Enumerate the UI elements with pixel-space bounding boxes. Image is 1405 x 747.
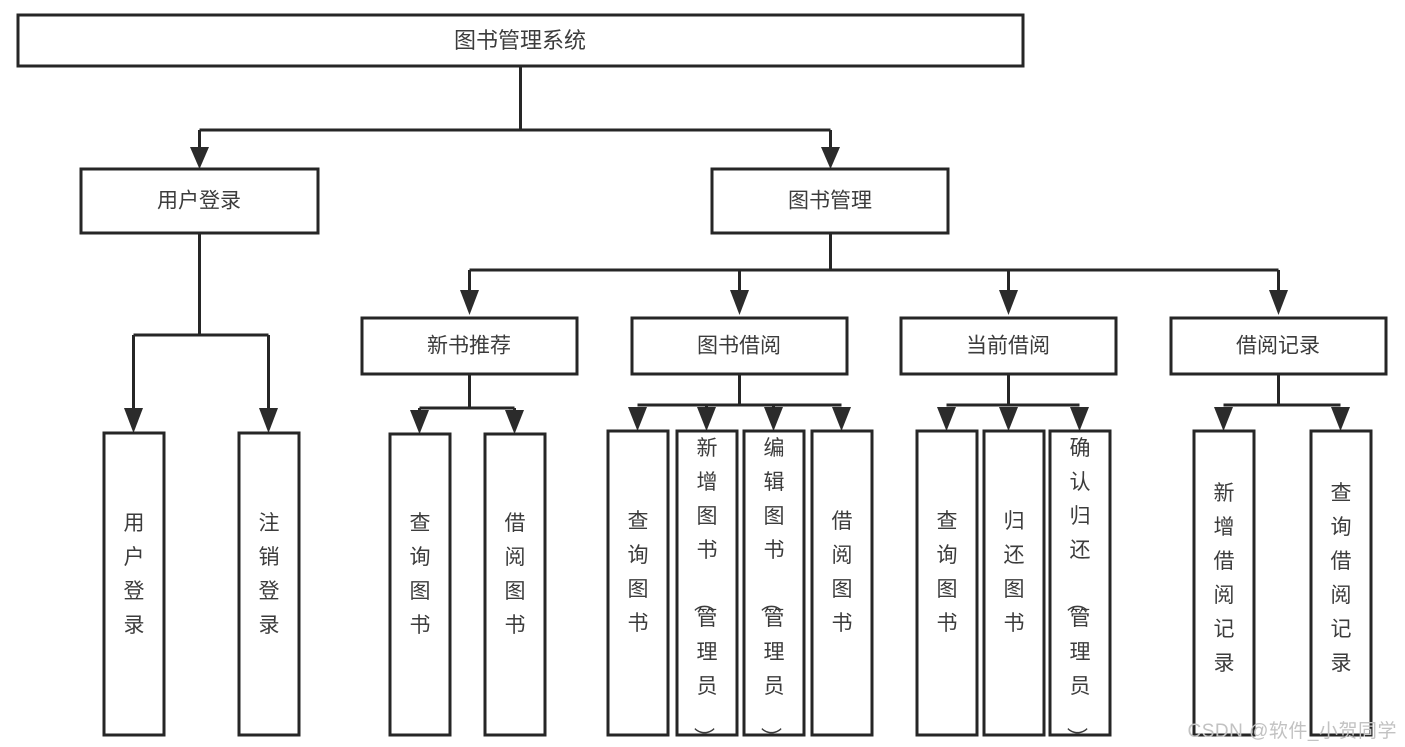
leaf-br-add-record-label: 新增借阅记录: [1214, 482, 1235, 675]
leaf-user-login-label: 用户登录: [124, 512, 145, 637]
arrow-head-cb-return-book: [999, 407, 1018, 431]
leaf-bb-query-book-box: [606, 429, 670, 737]
leaf-cb-confirm-return-box: [1048, 429, 1112, 737]
node-root-box: [16, 13, 1025, 68]
leaf-nb-query-book[interactable]: 查询图书: [388, 432, 452, 737]
leaf-nb-borrow-book[interactable]: 借阅图书: [483, 432, 547, 737]
arrow-head-new-book: [460, 290, 479, 315]
arrow-head-br-add-record: [1214, 407, 1233, 431]
node-new-book-recommend[interactable]: 新书推荐: [360, 316, 579, 376]
arrow-head-book-mgmt: [821, 147, 840, 169]
leaf-bb-edit-book-box: [742, 429, 806, 737]
leaf-br-add-record[interactable]: 新增借阅记录: [1192, 429, 1256, 737]
arrow-head-leaf-user-login: [124, 408, 143, 433]
leaf-br-query-record-label: 查询借阅记录: [1331, 482, 1352, 675]
node-new-book-recommend-label: 新书推荐: [427, 335, 511, 358]
leaf-bb-edit-book[interactable]: 编辑图书（管理员）: [742, 429, 806, 747]
leaf-cb-query-book-label: 查询图书: [937, 510, 958, 635]
leaf-user-login[interactable]: 用户登录: [102, 431, 166, 737]
leaf-cb-query-book[interactable]: 查询图书: [915, 429, 979, 737]
leaf-bb-add-book-label: 新增图书（管理员）: [692, 437, 718, 747]
node-book-borrow-label: 图书借阅: [697, 335, 781, 358]
leaf-cb-return-book-box: [982, 429, 1046, 737]
node-book-management-box: [710, 167, 950, 235]
leaf-nb-borrow-book-label: 借阅图书: [505, 512, 526, 637]
leaf-bb-borrow-book[interactable]: 借阅图书: [810, 429, 874, 737]
arrow-head-bb-borrow-book: [832, 407, 851, 431]
node-borrow-record-box: [1169, 316, 1388, 376]
node-book-management-label: 图书管理: [788, 190, 872, 213]
node-user-login-box: [79, 167, 320, 235]
node-borrow-record[interactable]: 借阅记录: [1169, 316, 1388, 376]
node-book-borrow-box: [630, 316, 849, 376]
leaf-br-query-record[interactable]: 查询借阅记录: [1309, 429, 1373, 737]
arrow-head-nb-borrow-book: [505, 410, 524, 434]
leaf-nb-borrow-book-box: [483, 432, 547, 737]
leaf-cb-confirm-return[interactable]: 确认归还（管理员）: [1048, 429, 1112, 747]
leaf-bb-borrow-book-box: [810, 429, 874, 737]
arrow-head-book-borrow: [730, 290, 749, 315]
arrow-head-user-login: [190, 147, 209, 169]
arrow-head-cb-confirm-return: [1070, 407, 1089, 431]
leaf-user-login-box: [102, 431, 166, 737]
leaf-br-add-record-box: [1192, 429, 1256, 737]
leaf-cb-confirm-return-label: 确认归还（管理员）: [1065, 437, 1091, 747]
leaf-logout-label: 注销登录: [259, 512, 280, 637]
node-current-borrow-label: 当前借阅: [966, 335, 1050, 358]
node-current-borrow[interactable]: 当前借阅: [899, 316, 1118, 376]
arrow-head-bb-edit-book: [764, 407, 783, 431]
node-user-login[interactable]: 用户登录: [79, 167, 320, 235]
node-current-borrow-box: [899, 316, 1118, 376]
arrow-head-bb-add-book: [697, 407, 716, 431]
arrow-head-leaf-logout: [259, 408, 278, 433]
arrow-head-br-query-record: [1331, 407, 1350, 431]
csdn-watermark: CSDN @软件_小贺同学: [1187, 721, 1397, 742]
leaf-cb-query-book-box: [915, 429, 979, 737]
leaf-bb-query-book-label: 查询图书: [628, 510, 649, 635]
leaf-cb-return-book-label: 归还图书: [1004, 510, 1025, 635]
node-book-borrow[interactable]: 图书借阅: [630, 316, 849, 376]
leaf-br-query-record-box: [1309, 429, 1373, 737]
leaf-logout-box: [237, 431, 301, 737]
leaf-nb-query-book-label: 查询图书: [410, 512, 431, 637]
leaf-bb-edit-book-label: 编辑图书（管理员）: [759, 437, 785, 747]
connector-layer: [124, 66, 1350, 434]
node-new-book-recommend-box: [360, 316, 579, 376]
leaf-logout[interactable]: 注销登录: [237, 431, 301, 737]
leaf-cb-return-book[interactable]: 归还图书: [982, 429, 1046, 737]
leaf-bb-borrow-book-label: 借阅图书: [832, 510, 853, 635]
leaf-nb-query-book-box: [388, 432, 452, 737]
leaf-bb-add-book-box: [675, 429, 739, 737]
arrow-head-bb-query-book: [628, 407, 647, 431]
arrow-head-borrow-record: [1269, 290, 1288, 315]
leaf-bb-add-book[interactable]: 新增图书（管理员）: [675, 429, 739, 747]
arrow-head-cb-query-book: [937, 407, 956, 431]
leaf-bb-query-book[interactable]: 查询图书: [606, 429, 670, 737]
node-borrow-record-label: 借阅记录: [1236, 335, 1320, 358]
arrow-head-nb-query-book: [410, 410, 429, 434]
node-user-login-label: 用户登录: [157, 190, 241, 213]
node-root-system[interactable]: 图书管理系统: [16, 13, 1025, 68]
arrow-head-current-borrow: [999, 290, 1018, 315]
node-root-label: 图书管理系统: [454, 28, 586, 53]
node-book-management[interactable]: 图书管理: [710, 167, 950, 235]
